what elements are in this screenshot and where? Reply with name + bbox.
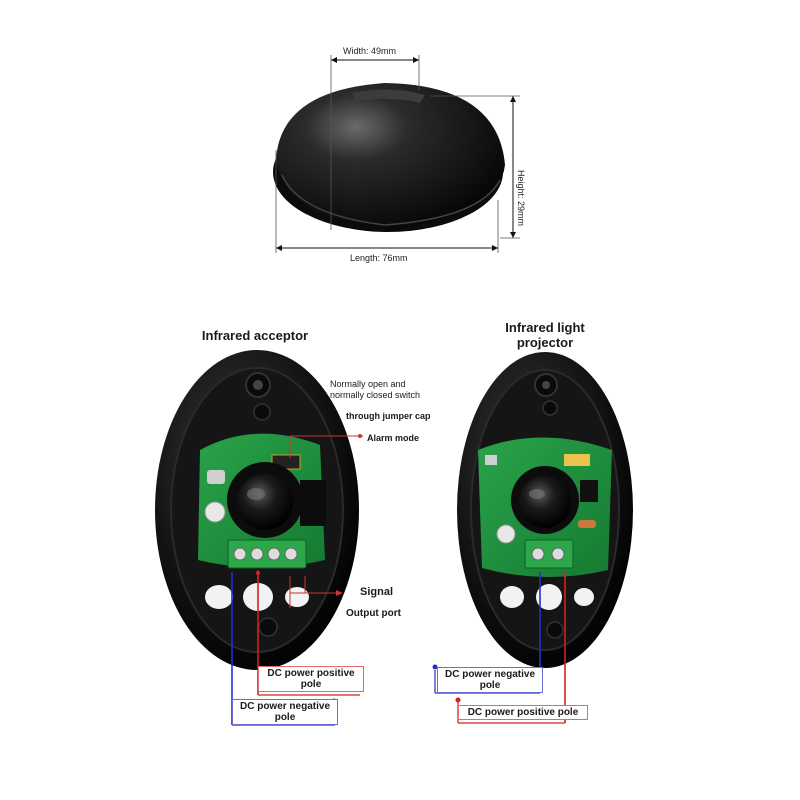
acceptor-negative-pole-label: DC power negative pole xyxy=(232,699,338,725)
acceptor-alarm-note: Alarm mode xyxy=(367,433,420,443)
width-dimension-line xyxy=(330,55,420,230)
acceptor-switch-note: Normally open and normally closed switch xyxy=(330,379,421,400)
acceptor-signal-pointer xyxy=(289,576,343,608)
acceptor-pcb xyxy=(198,433,326,569)
length-dimension-line xyxy=(275,150,499,253)
height-label: Height: 29mm xyxy=(516,170,526,227)
projector-positive-pole-label: DC power positive pole xyxy=(458,705,588,720)
acceptor-positive-pole-label: DC power positive pole xyxy=(258,666,364,692)
acceptor-output-note: Output port xyxy=(346,608,401,619)
acceptor-title: Infrared acceptor xyxy=(201,328,309,343)
acceptor-jumper-note: through jumper cap xyxy=(346,411,431,421)
sensor-dome xyxy=(273,83,505,232)
projector-negative-pole-label: DC power negative pole xyxy=(437,667,543,693)
acceptor-jumper-pointer xyxy=(289,434,363,458)
projector-title: Infrared light projector xyxy=(505,320,585,350)
height-dimension-line xyxy=(430,95,520,239)
projector-pcb xyxy=(478,437,612,578)
length-label: Length: 76mm xyxy=(350,253,408,263)
width-label: Width: 49mm xyxy=(343,46,397,56)
acceptor-signal-note: Signal xyxy=(360,586,394,598)
